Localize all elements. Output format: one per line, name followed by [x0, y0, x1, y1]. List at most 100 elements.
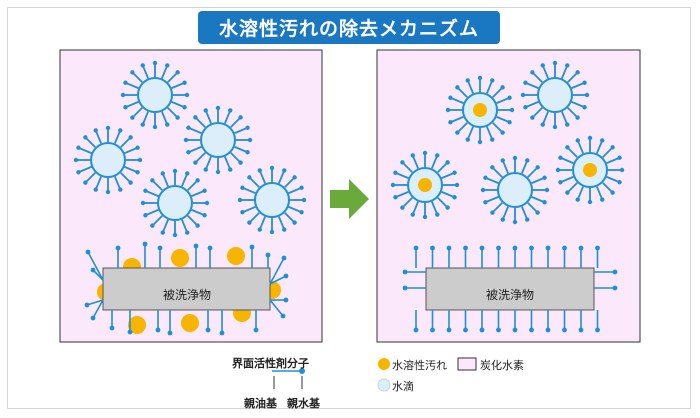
- left-micelle-1-surfactant-head: [123, 80, 128, 85]
- right-micelle-2-surfactant-head: [575, 70, 580, 75]
- right-micelle-2-surfactant-head: [565, 63, 570, 68]
- left-micelle-2-surfactant-tail: [120, 172, 132, 184]
- left-micelle-3-surfactant-head: [183, 137, 189, 143]
- right-micelle-4-surfactant-tail: [485, 176, 499, 184]
- left-micelle-2-surfactant-head: [83, 135, 88, 140]
- right-micelle-2-surfactant-tail: [525, 81, 539, 89]
- right-micelle-2-surfactant-tail: [571, 81, 585, 89]
- left-micelle-4-surfactant-tail: [145, 189, 159, 197]
- left-micelle-3-surfactant-head: [186, 125, 191, 130]
- right-micelle-2-surfactant-head: [540, 63, 545, 68]
- right-micelle-3-surfactant-head: [422, 214, 428, 220]
- right-side-surfactant-head: [402, 285, 408, 291]
- left-micelle-5-surfactant-head: [269, 165, 275, 171]
- right-micelle-2-surfactant-head: [530, 115, 535, 120]
- left-micelle-4-surfactant-head: [172, 232, 178, 238]
- right-micelle-1-surfactant-head: [455, 85, 460, 90]
- right-micelle-3-surfactant-tail: [411, 201, 419, 215]
- right-top-surfactant-head: [512, 245, 518, 251]
- left-micelle-2-surfactant-head: [76, 145, 81, 150]
- right-micelle-3-dirt: [418, 178, 432, 192]
- right-micelle-3-surfactant-tail: [437, 197, 449, 209]
- left-micelle-2-surfactant-head: [93, 187, 98, 192]
- left-side-surfactant-head: [281, 255, 287, 261]
- right-micelle-3-surfactant-tail: [401, 197, 413, 209]
- right-bottom-surfactant-head: [463, 327, 468, 333]
- left-side-surfactant-head: [90, 315, 96, 321]
- right-micelle-1-surfactant-head: [477, 139, 483, 145]
- left-micelle-1-surfactant-head: [123, 105, 128, 110]
- left-micelle-4-surfactant-tail: [161, 219, 169, 233]
- right-micelle-5-surfactant-tail: [602, 182, 614, 194]
- right-micelle-3-surfactant-head: [410, 153, 415, 158]
- left-micelle-2-surfactant-head: [93, 128, 98, 133]
- left-micelle-2-surfactant-tail: [78, 166, 92, 174]
- left-micelle-3-surfactant-head: [193, 115, 198, 120]
- right-micelle-4-surfactant-head: [525, 158, 530, 163]
- left-micelle-3-surfactant-head: [245, 125, 250, 130]
- right-micelle-4-surfactant-tail: [485, 196, 499, 204]
- left-dirt-particle: [128, 316, 146, 334]
- right-micelle-1-dirt: [473, 103, 487, 117]
- right-micelle-4-surfactant-head: [535, 165, 540, 170]
- right-object: [425, 267, 595, 311]
- right-micelle-5-surfactant-head: [565, 190, 570, 195]
- right-micelle-5-surfactant-head: [587, 135, 593, 141]
- right-micelle-5-surfactant-tail: [602, 146, 614, 158]
- left-micelle-2-surfactant-tail: [84, 136, 96, 148]
- right-micelle-3-surfactant-tail: [395, 191, 409, 199]
- right-top-surfactant-head: [578, 245, 584, 251]
- right-micelle-5-surfactant-head: [575, 197, 580, 202]
- left-micelle-5-surfactant-tail: [248, 176, 260, 188]
- left-micelle-5-surfactant-tail: [258, 216, 266, 230]
- left-micelle-1-surfactant-tail: [131, 71, 143, 83]
- right-micelle-2-surfactant-head: [575, 115, 580, 120]
- left-micelle-2-surfactant-tail: [124, 166, 138, 174]
- left-micelle-5-surfactant-tail: [258, 170, 266, 184]
- right-micelle-2-surfactant-tail: [561, 65, 569, 79]
- right-micelle-3-surfactant-tail: [431, 201, 439, 215]
- left-micelle-1-surfactant-head: [130, 115, 135, 120]
- right-top-surfactant-head: [413, 245, 419, 251]
- left-micelle-1-droplet: [137, 77, 173, 113]
- left-micelle-2-surfactant-tail: [94, 130, 102, 144]
- left-micelle-1-surfactant-tail: [141, 111, 149, 125]
- left-micelle-3-surfactant-tail: [230, 116, 242, 128]
- right-micelle-4-surfactant-tail: [521, 160, 529, 174]
- right-micelle-3-surfactant-tail: [395, 171, 409, 179]
- left-micelle-3-surfactant-head: [238, 115, 243, 120]
- left-top-surfactant-head: [207, 245, 213, 251]
- left-micelle-5-surfactant-head: [257, 227, 262, 232]
- left-micelle-5-surfactant-tail: [278, 216, 286, 230]
- left-bottom-surfactant-head: [167, 330, 173, 336]
- right-micelle-3-surfactant-tail: [437, 161, 449, 173]
- right-micelle-1-surfactant-tail: [496, 96, 510, 104]
- right-micelle-4-surfactant-head: [483, 175, 488, 180]
- left-micelle-1-surfactant-tail: [161, 65, 169, 79]
- left-micelle-1-surfactant-tail: [167, 71, 179, 83]
- left-micelle-4-surfactant-head: [160, 230, 165, 235]
- right-micelle-4-surfactant-tail: [527, 166, 539, 178]
- left-micelle-5-surfactant-tail: [248, 212, 260, 224]
- left-micelle-4-surfactant-head: [150, 178, 155, 183]
- left-side-surfactant-tail: [269, 299, 284, 317]
- left-micelle-5-surfactant-head: [269, 229, 275, 235]
- left-micelle-4-surfactant-tail: [181, 219, 189, 233]
- left-dirt-particle: [171, 249, 189, 267]
- right-bottom-surfactant-head: [446, 327, 452, 333]
- right-micelle-4-surfactant-head: [512, 219, 518, 225]
- right-micelle-3-surfactant-head: [445, 205, 450, 210]
- right-top-surfactant-head: [529, 245, 534, 251]
- right-micelle-2-droplet: [537, 77, 573, 113]
- left-micelle-5-surfactant-head: [299, 210, 304, 215]
- left-dirt-particle: [181, 314, 199, 332]
- left-micelle-5-surfactant-tail: [288, 206, 302, 214]
- left-micelle-1-surfactant-head: [165, 63, 170, 68]
- right-micelle-5-dirt: [583, 163, 597, 177]
- right-micelle-1-surfactant-head: [500, 85, 505, 90]
- left-micelle-4-surfactant-head: [150, 223, 155, 228]
- right-micelle-3-surfactant-head: [390, 182, 396, 188]
- left-side-surfactant-head: [90, 267, 96, 273]
- left-micelle-4-surfactant-head: [204, 200, 210, 206]
- left-micelle-3-surfactant-head: [215, 169, 221, 175]
